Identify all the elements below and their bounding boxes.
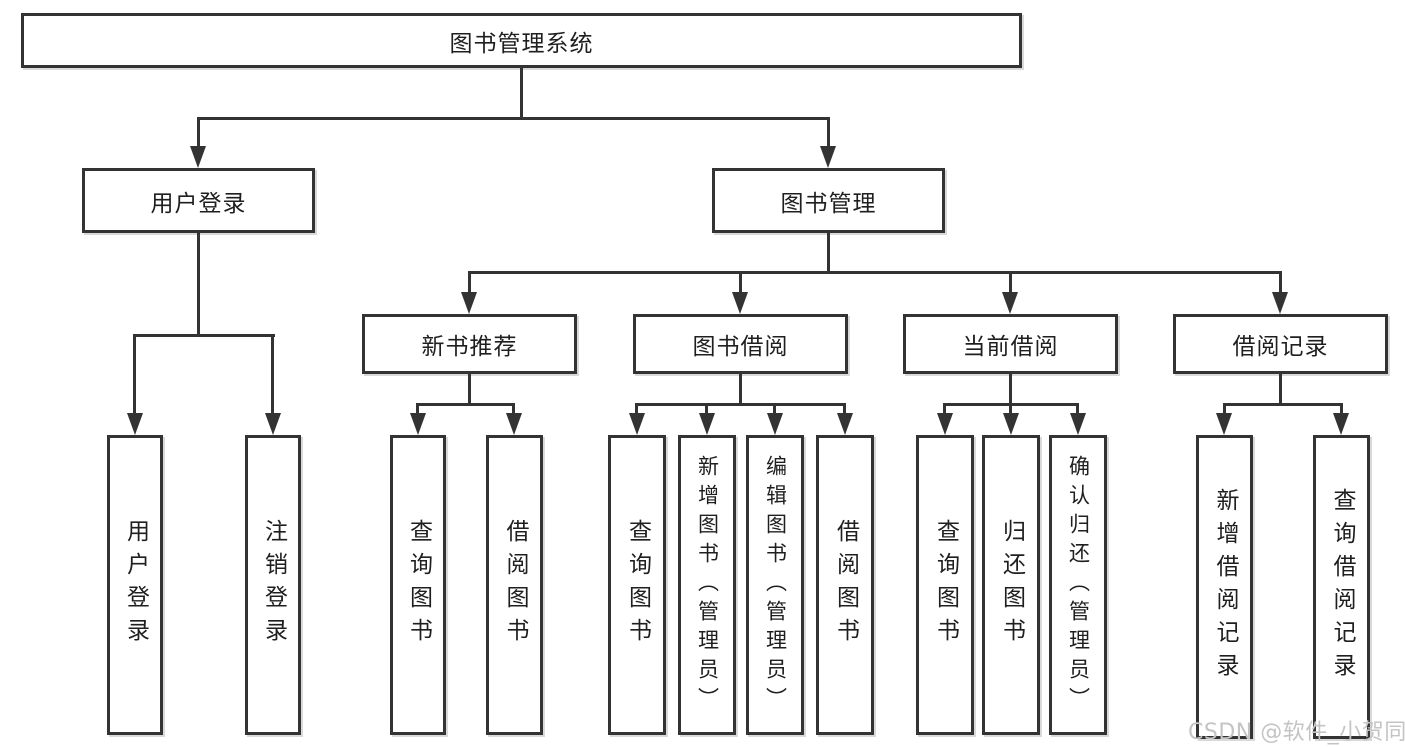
leaf-label: 查询图书: [932, 519, 959, 651]
leaf-label: 归还图书: [998, 519, 1025, 651]
connector-vline: [416, 403, 419, 417]
arrowhead-down-icon: [820, 146, 836, 168]
connector-vline: [468, 271, 471, 296]
connector-vline: [1279, 374, 1282, 406]
arrowhead-down-icon: [732, 292, 748, 314]
node-borrowing-records: 借阅记录: [1173, 314, 1388, 374]
leaf-label: 注销登录: [260, 519, 287, 651]
arrowhead-down-icon: [767, 413, 783, 435]
arrowhead-down-icon: [837, 413, 853, 435]
leaf-label: 新增借阅记录: [1212, 488, 1238, 686]
leaf-borrow-books: 借阅图书: [816, 435, 874, 735]
connector-vline: [739, 374, 742, 406]
node-library-management-system: 图书管理系统: [21, 13, 1022, 68]
arrowhead-down-icon: [506, 413, 522, 435]
connector-hline: [197, 117, 830, 120]
leaf-label: 用户登录: [122, 519, 149, 651]
connector-vline: [635, 403, 638, 417]
leaf-user-login: 用户登录: [107, 435, 163, 735]
leaf-return-books: 归还图书: [982, 435, 1040, 735]
node-label: 图书借阅: [692, 334, 789, 360]
arrowhead-down-icon: [1070, 413, 1086, 435]
arrowhead-down-icon: [410, 413, 426, 435]
connector-vline: [827, 233, 830, 274]
node-label: 借阅记录: [1232, 334, 1329, 360]
connector-vline: [1009, 374, 1012, 406]
connector-hline: [133, 334, 275, 337]
leaf-label: 查询图书: [405, 519, 432, 651]
connector-vline: [739, 271, 742, 296]
leaf-add-borrow-record: 新增借阅记录: [1196, 435, 1253, 739]
arrowhead-down-icon: [190, 146, 206, 168]
leaf-edit-books-admin: 编辑图书（管理员）: [746, 435, 804, 735]
node-user-login: 用户登录: [82, 168, 315, 233]
connector-vline: [1223, 403, 1226, 417]
connector-vline: [773, 403, 776, 417]
leaf-label: 新增图书（管理员）: [695, 454, 720, 716]
connector-vline: [520, 68, 523, 118]
connector-vline: [943, 403, 946, 417]
arrowhead-down-icon: [699, 413, 715, 435]
leaf-query-books: 查询图书: [390, 435, 446, 735]
node-label: 当前借阅: [962, 334, 1059, 360]
arrowhead-down-icon: [1003, 413, 1019, 435]
arrowhead-down-icon: [1333, 413, 1349, 435]
connector-hline: [635, 403, 845, 406]
connector-vline: [1279, 271, 1282, 296]
leaf-query-borrow-record: 查询借阅记录: [1313, 435, 1370, 739]
node-label: 新书推荐: [421, 334, 518, 360]
node-label: 图书管理系统: [449, 30, 594, 57]
leaf-query-books: 查询图书: [916, 435, 974, 735]
connector-vline: [197, 233, 200, 337]
leaf-add-books-admin: 新增图书（管理员）: [678, 435, 736, 735]
leaf-label: 查询借阅记录: [1329, 488, 1355, 686]
node-label: 用户登录: [150, 190, 247, 217]
connector-vline: [271, 334, 274, 415]
csdn-watermark: CSDN @软件_小贺同学: [1188, 720, 1405, 745]
connector-vline: [843, 403, 846, 417]
leaf-label: 编辑图书（管理员）: [763, 454, 788, 716]
connector-hline: [468, 271, 1282, 274]
leaf-label: 借阅图书: [832, 519, 859, 651]
connector-vline: [1009, 271, 1012, 296]
arrowhead-down-icon: [1002, 292, 1018, 314]
arrowhead-down-icon: [461, 292, 477, 314]
connector-vline: [827, 117, 830, 148]
leaf-label: 确认归还（管理员）: [1066, 454, 1091, 716]
arrowhead-down-icon: [1272, 292, 1288, 314]
leaf-logout: 注销登录: [245, 435, 301, 735]
connector-hline: [1223, 403, 1343, 406]
node-new-book-recommend: 新书推荐: [362, 314, 577, 374]
arrowhead-down-icon: [629, 413, 645, 435]
connector-vline: [705, 403, 708, 417]
connector-vline: [133, 334, 136, 415]
node-book-management: 图书管理: [712, 168, 945, 233]
arrowhead-down-icon: [937, 413, 953, 435]
arrowhead-down-icon: [1216, 413, 1232, 435]
connector-vline: [512, 403, 515, 417]
connector-vline: [1009, 403, 1012, 417]
arrowhead-down-icon: [265, 413, 281, 435]
leaf-confirm-return-admin: 确认归还（管理员）: [1049, 435, 1107, 735]
leaf-label: 借阅图书: [502, 519, 528, 651]
connector-vline: [197, 117, 200, 148]
node-current-borrowing: 当前借阅: [903, 314, 1118, 374]
leaf-label: 查询图书: [624, 519, 651, 651]
leaf-borrow-books: 借阅图书: [486, 435, 543, 735]
connector-hline: [416, 403, 515, 406]
node-label: 图书管理: [780, 190, 877, 217]
node-book-borrowing: 图书借阅: [633, 314, 848, 374]
connector-vline: [468, 374, 471, 406]
leaf-query-books: 查询图书: [608, 435, 666, 735]
connector-vline: [1076, 403, 1079, 417]
arrowhead-down-icon: [127, 413, 143, 435]
connector-vline: [1340, 403, 1343, 417]
